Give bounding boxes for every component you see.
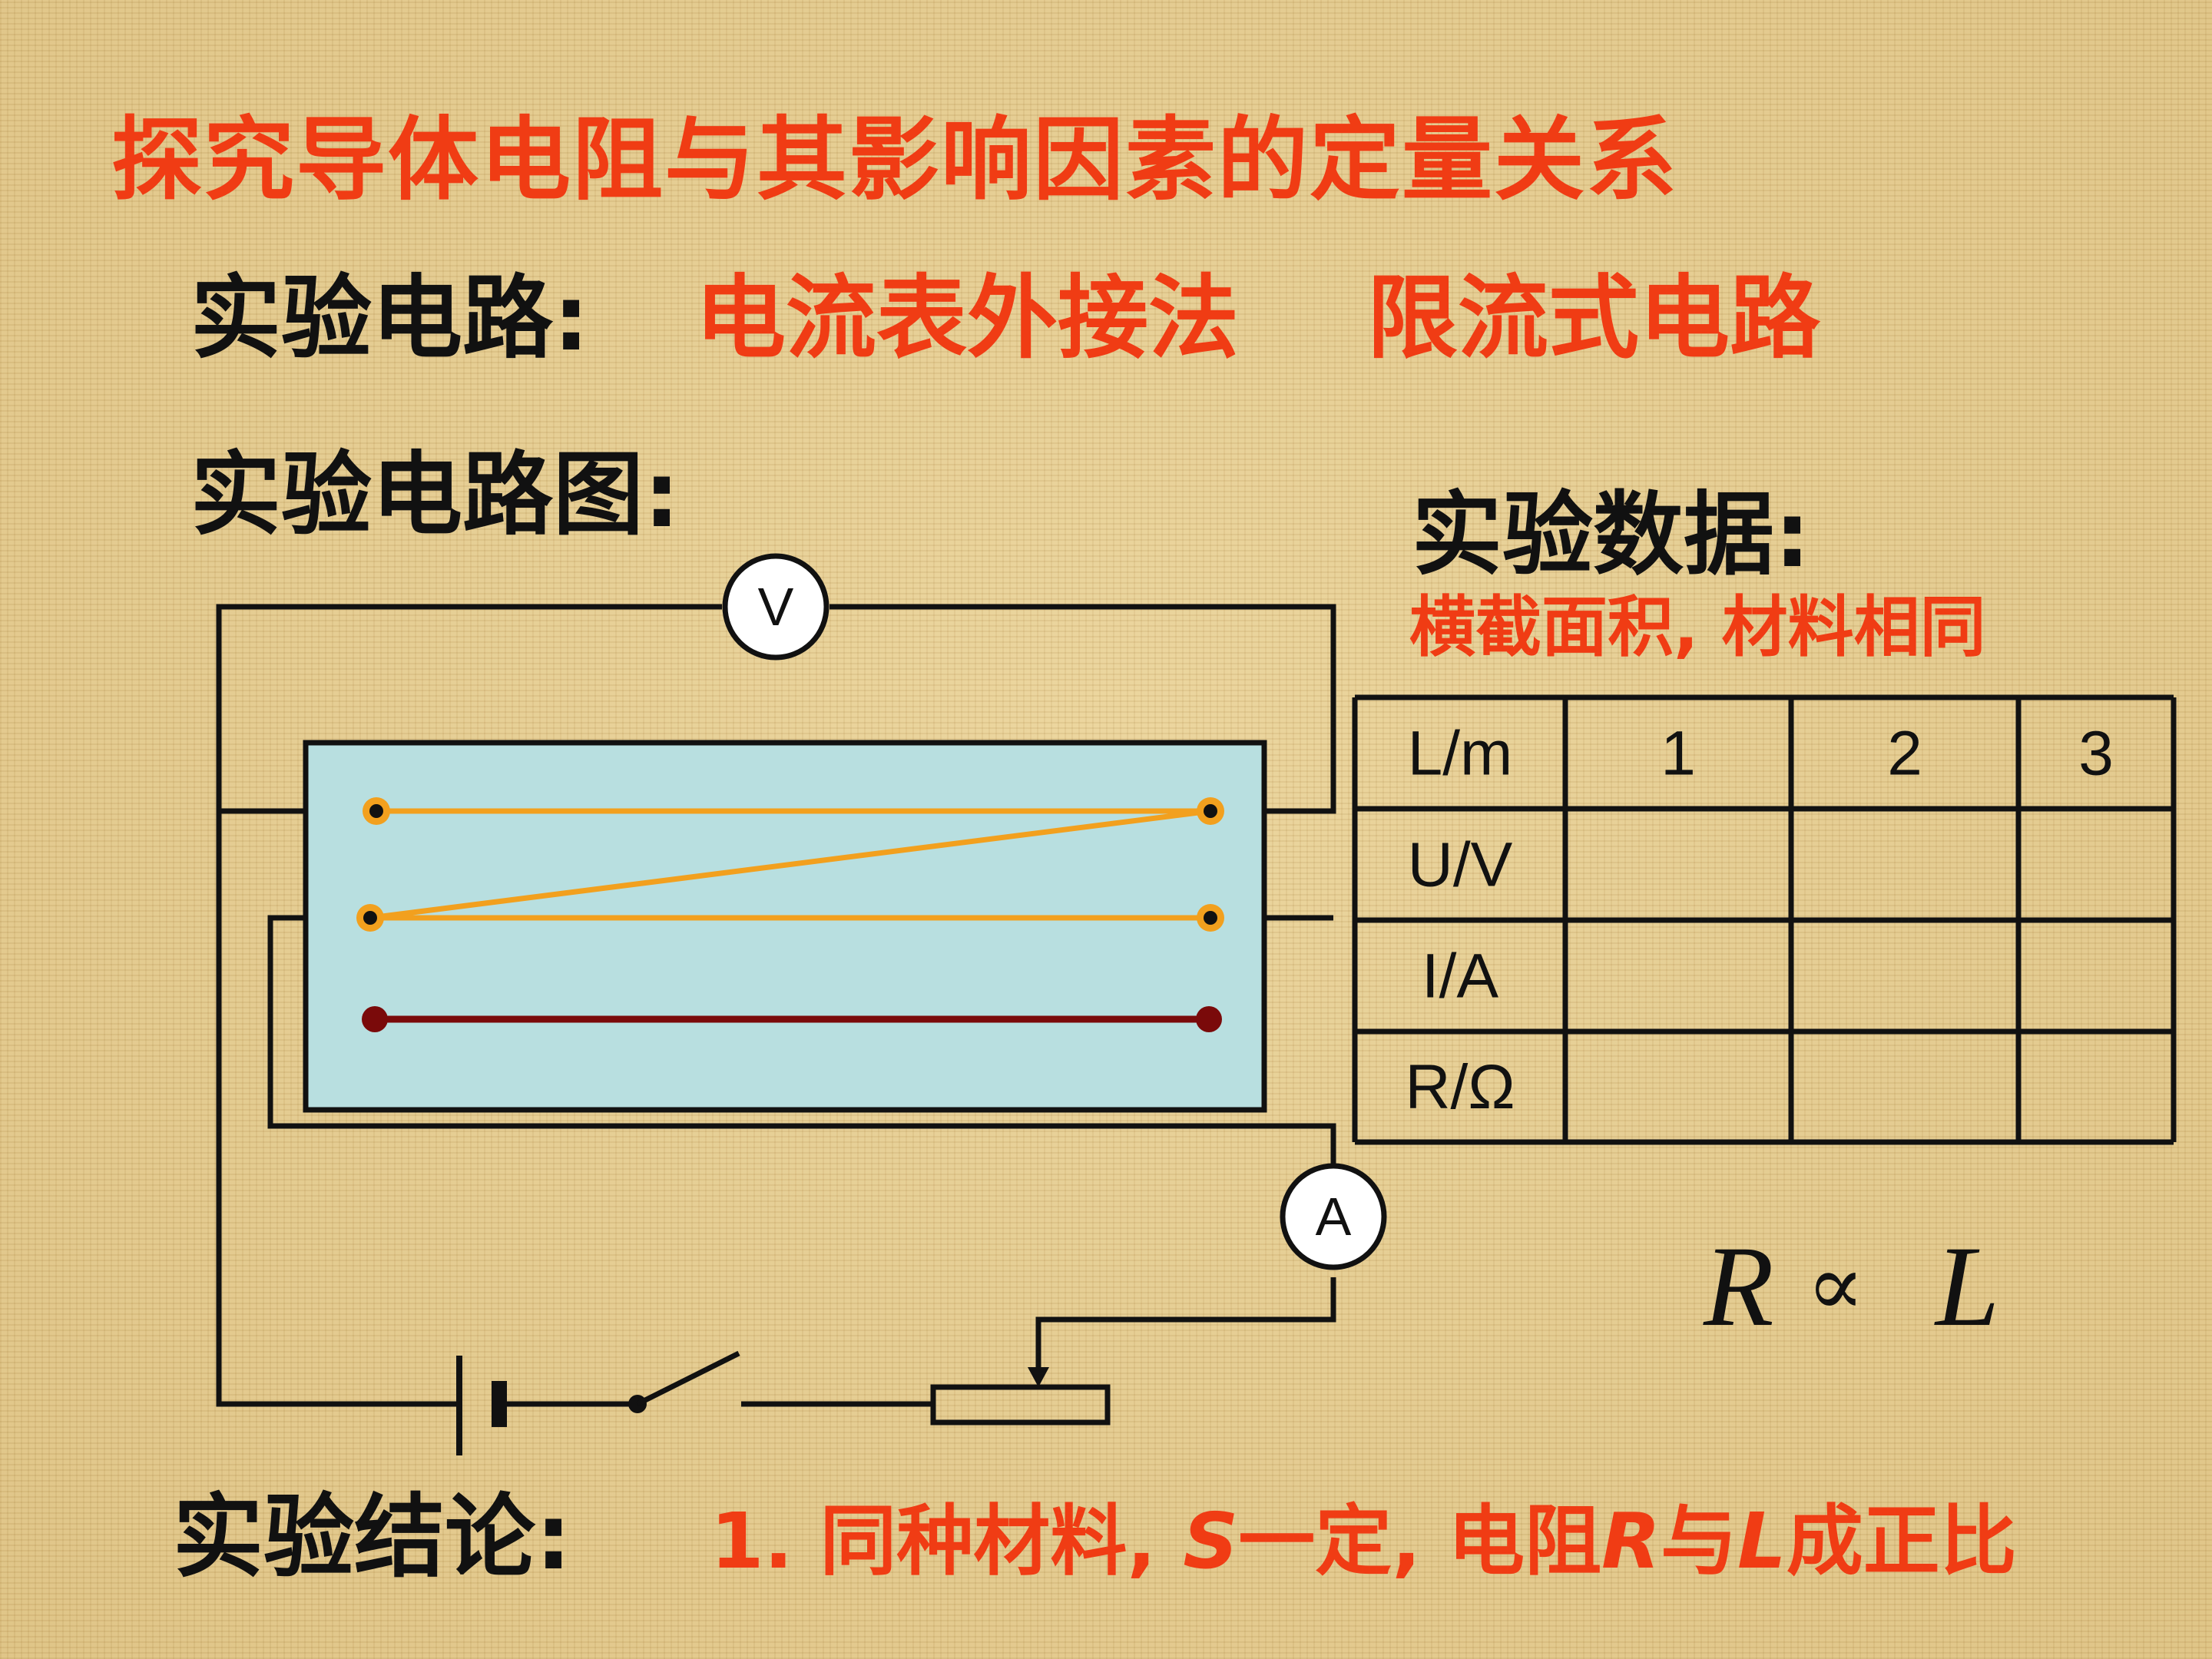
conclusion-label: 实验结论:: [173, 1484, 572, 1590]
circuit-method: 电流表外接法: [695, 265, 1240, 371]
terminal-top-left-dot: [369, 804, 383, 818]
switch: [628, 1350, 740, 1413]
resistance-board: [303, 740, 1267, 1113]
formula-operator: ∝: [1806, 1236, 1865, 1336]
switch-blade: [636, 1350, 740, 1407]
wire-left-loop: [216, 604, 722, 1407]
data-condition: 横截面积, 材料相同: [1409, 589, 1986, 666]
table-header-cell: 3: [2078, 719, 2114, 789]
ammeter-circle: [1280, 1163, 1387, 1270]
rheostat-slider-arrow: [1028, 1367, 1049, 1387]
voltmeter: V: [722, 553, 830, 661]
conclusion-part3: 与: [1661, 1496, 1738, 1586]
wire-orange-diagonal: [369, 808, 1211, 921]
table-header-cell: 2: [1887, 719, 1922, 789]
conclusion-var-s: S: [1183, 1496, 1239, 1586]
conclusion-var-r: R: [1601, 1496, 1661, 1586]
conclusion-var-l: L: [1737, 1496, 1786, 1586]
formula-right: L: [1934, 1223, 1999, 1350]
table-header-cell: L/m: [1408, 719, 1513, 789]
rheostat: [930, 1367, 1111, 1426]
data-label: 实验数据:: [1412, 482, 1811, 588]
wire-voltmeter-right: [830, 604, 1336, 814]
page-title: 探究导体电阻与其影响因素的定量关系: [111, 107, 1679, 213]
conclusion-part2: 一定, 电阻: [1238, 1496, 1602, 1586]
diagram-label: 实验电路图:: [190, 442, 680, 548]
table-cell: R/Ω: [1405, 1052, 1515, 1122]
circuit-label: 实验电路:: [190, 265, 590, 371]
conclusion-prefix: 1. 同种材料,: [710, 1496, 1184, 1586]
data-table: L/m 1 2 3U/V I/A R/Ω: [1352, 694, 2177, 1145]
ammeter-label: A: [1316, 1187, 1352, 1247]
terminal-top-right-dot: [1204, 804, 1217, 818]
voltmeter-circle: [722, 553, 830, 661]
terminal-mid-right-dot: [1204, 911, 1217, 925]
formula-left: R: [1703, 1223, 1774, 1350]
terminal-mid-left-dot: [363, 911, 377, 925]
formula: R ∝ L: [1703, 1223, 1999, 1350]
table-header-cell: 1: [1661, 719, 1696, 789]
terminal-bottom-right: [1196, 1006, 1222, 1032]
conclusion-part4: 成正比: [1786, 1496, 2017, 1586]
table-cell: U/V: [1408, 830, 1513, 900]
wire-ammeter-to-rheostat: [1035, 1277, 1336, 1375]
battery: [456, 1356, 507, 1455]
ammeter: A: [1280, 1163, 1387, 1270]
circuit-type: 限流式电路: [1367, 265, 1821, 371]
rheostat-body: [930, 1384, 1111, 1426]
conclusion-text: 1. 同种材料, S一定, 电阻R与L成正比: [710, 1479, 2017, 1590]
voltmeter-label: V: [758, 577, 794, 637]
table-cell: I/A: [1422, 942, 1499, 1012]
terminal-bottom-left: [362, 1006, 388, 1032]
